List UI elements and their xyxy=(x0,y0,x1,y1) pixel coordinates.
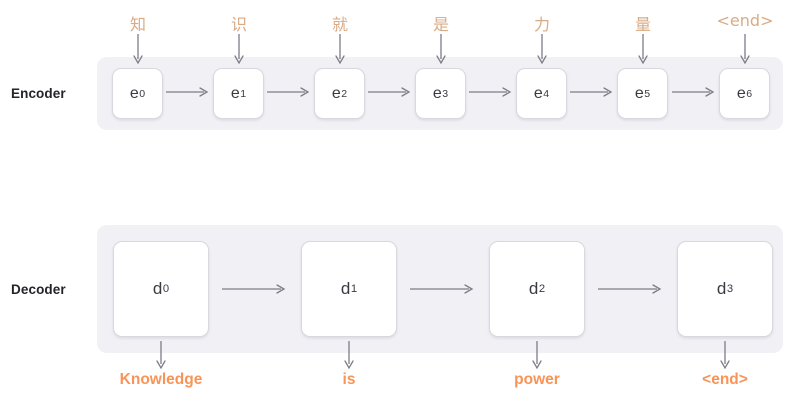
encoder-cell-0-subscript: 0 xyxy=(139,87,146,100)
decoder-cell-1-subscript: 1 xyxy=(350,283,358,295)
encoder-input-token-5: 量 xyxy=(634,15,651,34)
encoder-cell-6-subscript: 6 xyxy=(746,87,753,100)
encoder-cell-2-subscript: 2 xyxy=(341,87,348,100)
decoder-output-token-3: <end> xyxy=(702,371,748,388)
decoder-cell-3-subscript: 3 xyxy=(726,283,734,295)
decoder-output-arrow-0 xyxy=(154,341,168,371)
encoder-cell-0-base: e xyxy=(129,84,139,102)
decoder-output-arrow-2 xyxy=(530,341,544,371)
encoder-flow-arrow-3-4 xyxy=(469,86,513,98)
encoder-input-token-2: 就 xyxy=(331,15,348,34)
decoder-output-arrow-3 xyxy=(718,341,732,371)
encoder-cell-1-subscript: 1 xyxy=(240,87,247,100)
encoder-cell-3-subscript: 3 xyxy=(442,87,449,100)
decoder-flow-arrow-0-1 xyxy=(222,283,288,295)
decoder-output-token-1: is xyxy=(342,371,356,388)
decoder-output-token-2: power xyxy=(514,371,560,388)
encoder-input-arrow-6 xyxy=(738,34,752,66)
encoder-flow-arrow-5-6 xyxy=(672,86,716,98)
decoder-cell-2-subscript: 2 xyxy=(538,283,546,295)
encoder-cell-6-base: e xyxy=(736,84,746,102)
decoder-cell-1-base: d xyxy=(340,279,351,298)
encoder-row-label: Encoder xyxy=(11,86,66,101)
encoder-input-token-4: 力 xyxy=(533,15,550,34)
encoder-input-arrow-4 xyxy=(535,34,549,66)
decoder-flow-arrow-1-2 xyxy=(410,283,476,295)
decoder-cell-0-base: d xyxy=(152,279,163,298)
encoder-input-arrow-5 xyxy=(636,34,650,66)
encoder-input-arrow-0 xyxy=(131,34,145,66)
encoder-cell-5-base: e xyxy=(634,84,644,102)
encoder-input-token-0: 知 xyxy=(129,15,146,34)
decoder-cell-3-base: d xyxy=(716,279,727,298)
encoder-flow-arrow-4-5 xyxy=(570,86,614,98)
encoder-input-arrow-1 xyxy=(232,34,246,66)
encoder-cell-4-subscript: 4 xyxy=(543,87,550,100)
encoder-cell-1-base: e xyxy=(230,84,240,102)
decoder-cell-2-base: d xyxy=(528,279,539,298)
encoder-input-token-1: 识 xyxy=(230,15,247,34)
encoder-flow-arrow-0-1 xyxy=(166,86,210,98)
encoder-flow-arrow-2-3 xyxy=(368,86,412,98)
encoder-input-arrow-3 xyxy=(434,34,448,66)
decoder-output-token-0: Knowledge xyxy=(119,371,203,388)
encoder-cell-2-base: e xyxy=(331,84,341,102)
encoder-input-token-6: <end> xyxy=(716,11,774,30)
decoder-output-arrow-1 xyxy=(342,341,356,371)
encoder-cell-5-subscript: 5 xyxy=(644,87,651,100)
encoder-flow-arrow-1-2 xyxy=(267,86,311,98)
encoder-input-arrow-2 xyxy=(333,34,347,66)
decoder-cell-0-subscript: 0 xyxy=(162,283,170,295)
encoder-cell-3-base: e xyxy=(432,84,442,102)
encoder-input-token-3: 是 xyxy=(432,15,449,34)
decoder-row-label: Decoder xyxy=(11,282,66,297)
decoder-flow-arrow-2-3 xyxy=(598,283,664,295)
encoder-cell-4-base: e xyxy=(533,84,543,102)
